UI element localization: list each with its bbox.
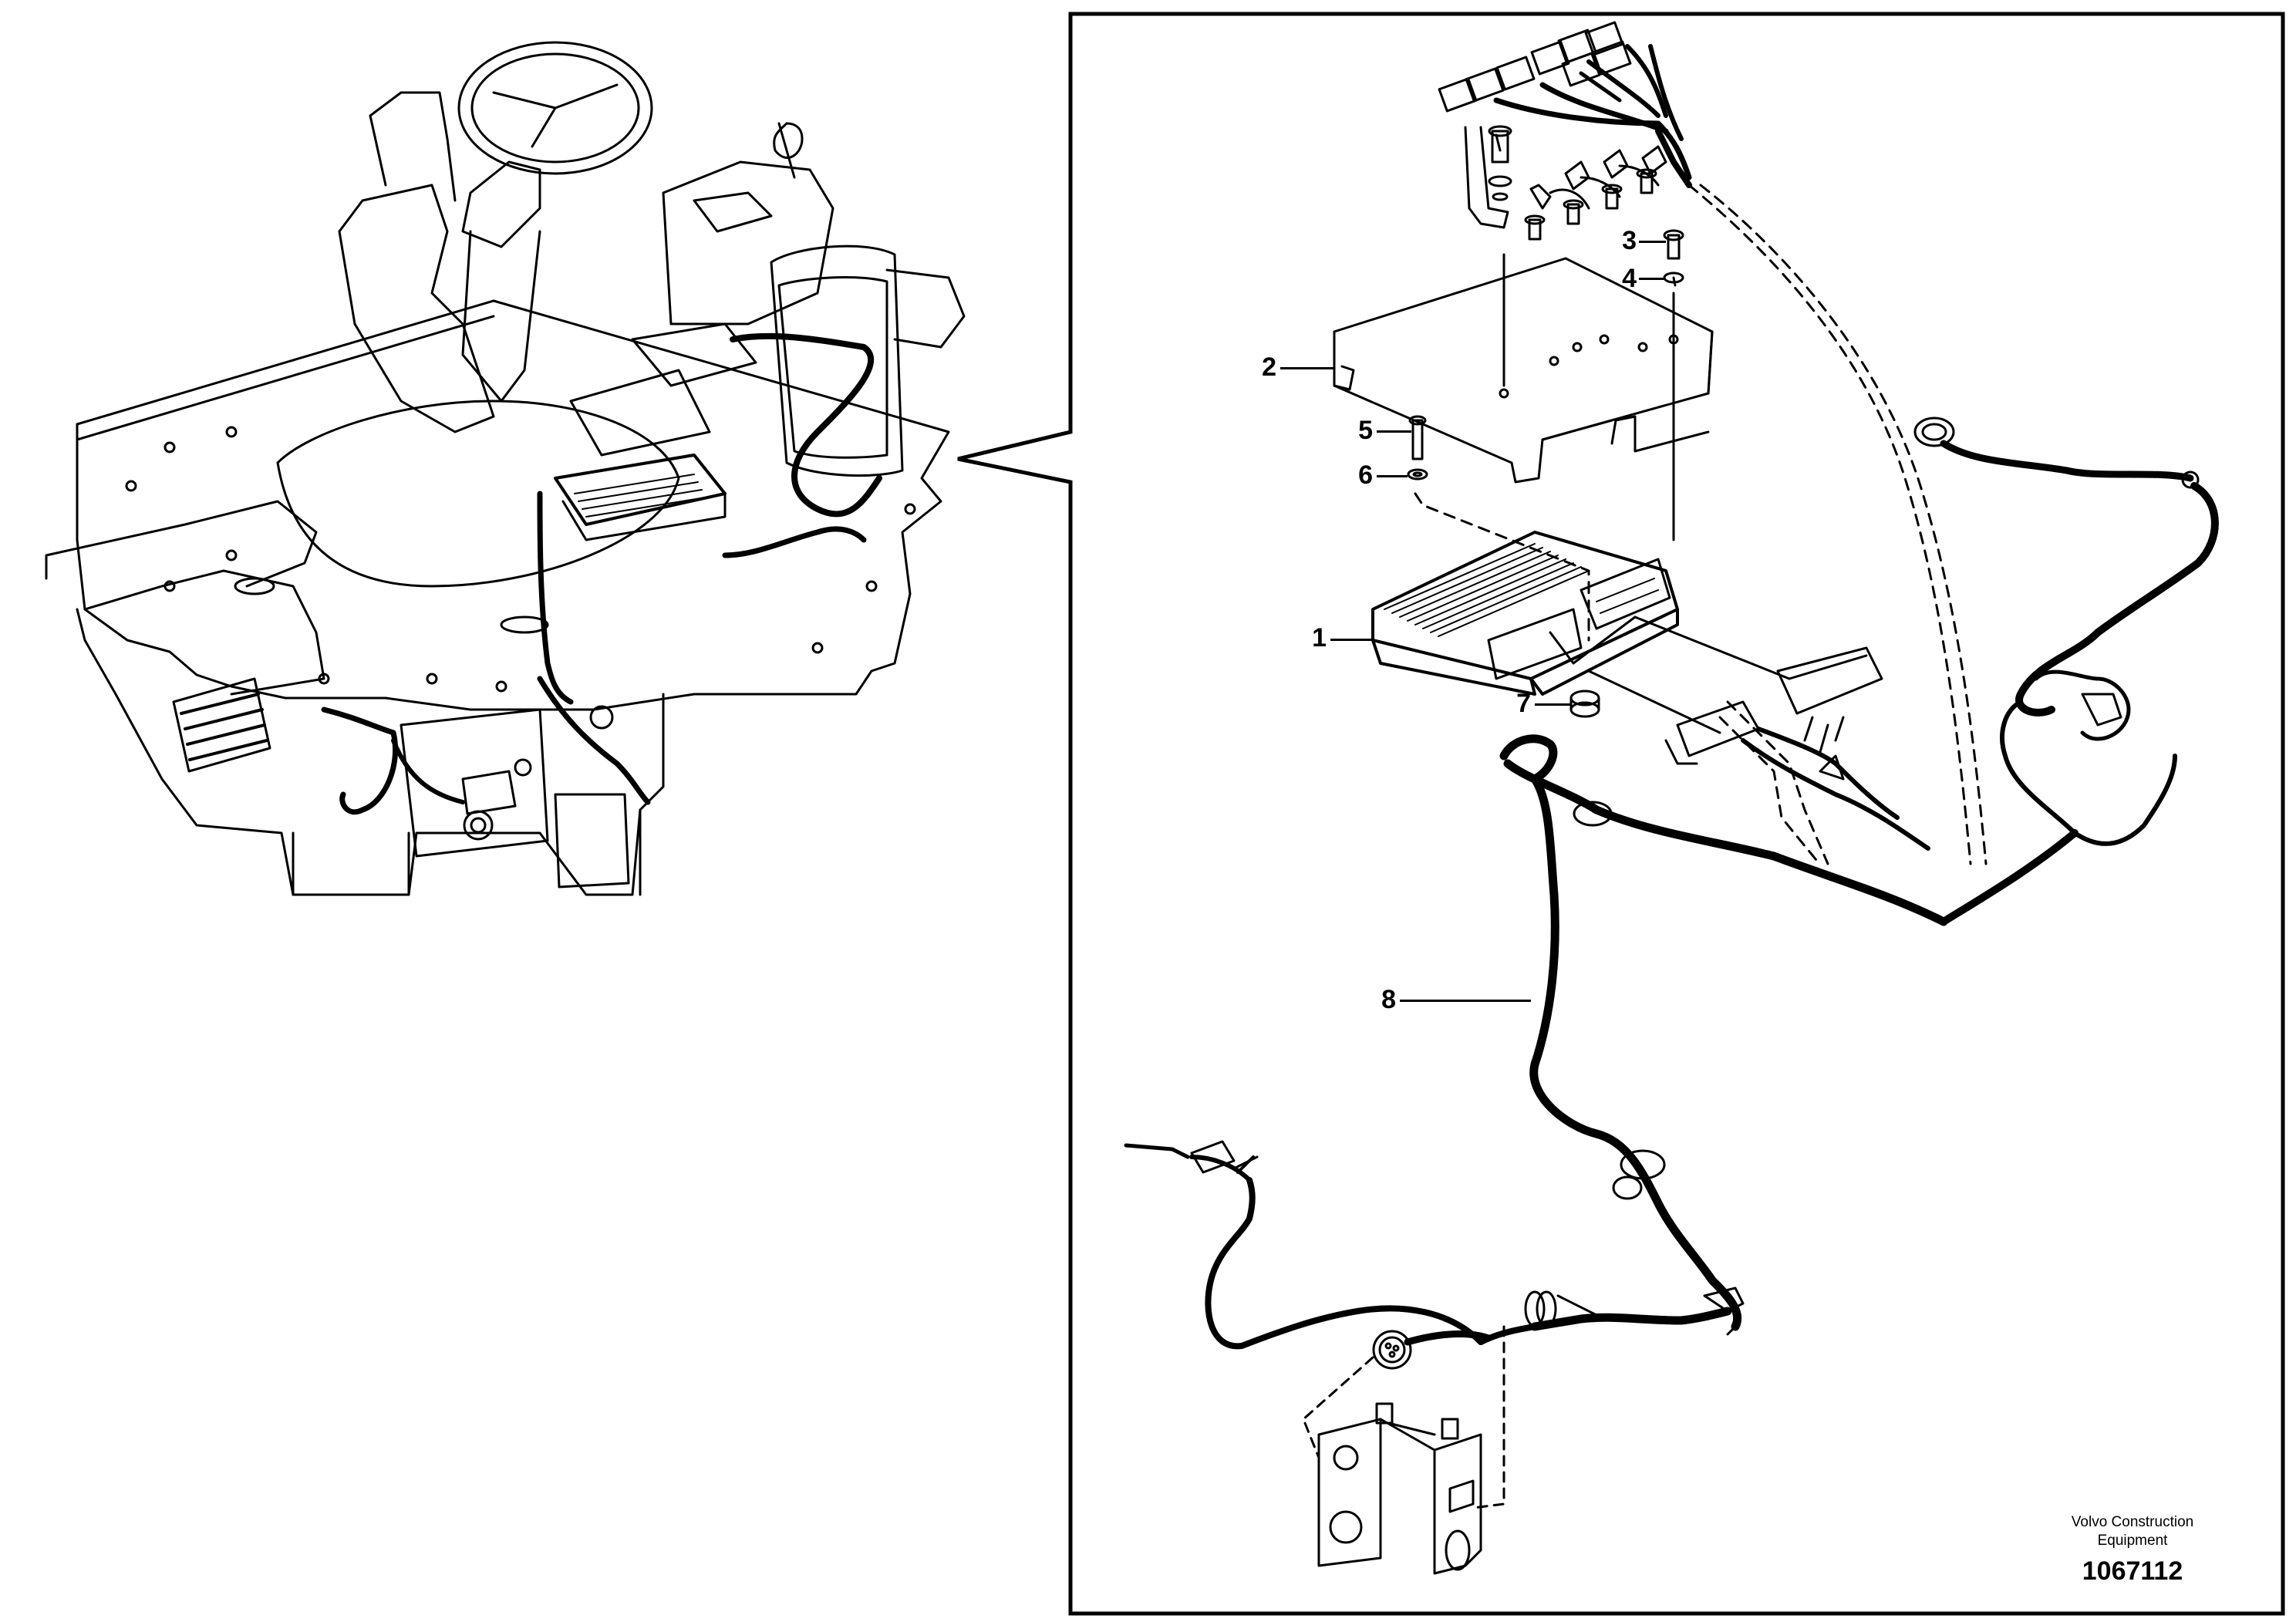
main-harness-8 [1478,734,1948,1345]
document-number: 1067112 [2082,1556,2183,1586]
leader-line-7 [1535,703,1570,706]
callout-4: 4 [1622,264,1637,293]
brand-line-2: Equipment [2097,1533,2168,1549]
brand-line-1: Volvo Construction [2071,1514,2194,1530]
mounting-bracket [1317,1402,1482,1575]
leader-line-5 [1377,430,1411,433]
callout-1: 1 [1312,623,1327,653]
callout-7: 7 [1516,689,1531,718]
bracket-screws [1464,125,1667,241]
detail-frame [957,12,2285,1616]
leader-line-8 [1400,1000,1531,1002]
detail-view [1124,21,2219,1575]
callout-2: 2 [1262,352,1276,382]
leader-line-3 [1639,241,1666,243]
callout-8: 8 [1381,985,1396,1014]
routing-dashes [1414,184,1988,865]
callout-5: 5 [1358,416,1373,445]
screw-5 [1407,415,1428,481]
leader-line-2 [1280,367,1334,369]
top-connector-bundle [1438,21,1692,188]
rubber-spacer-7 [1569,690,1600,718]
callout-6: 6 [1358,460,1373,490]
cover-plate [1333,257,1714,484]
screw-3 [1663,229,1684,284]
callout-3: 3 [1622,226,1637,255]
ecu-control-unit [1371,531,1679,696]
bracket-dashes [1302,1325,1505,1509]
leader-line-1 [1330,639,1373,641]
leader-line-4 [1639,278,1664,280]
leader-line-6 [1377,475,1408,477]
left-harness-branch [1124,1140,1492,1370]
ecu-connectors [1549,615,1930,851]
machine-overview [45,41,966,896]
right-harness-branch [1913,416,2219,926]
